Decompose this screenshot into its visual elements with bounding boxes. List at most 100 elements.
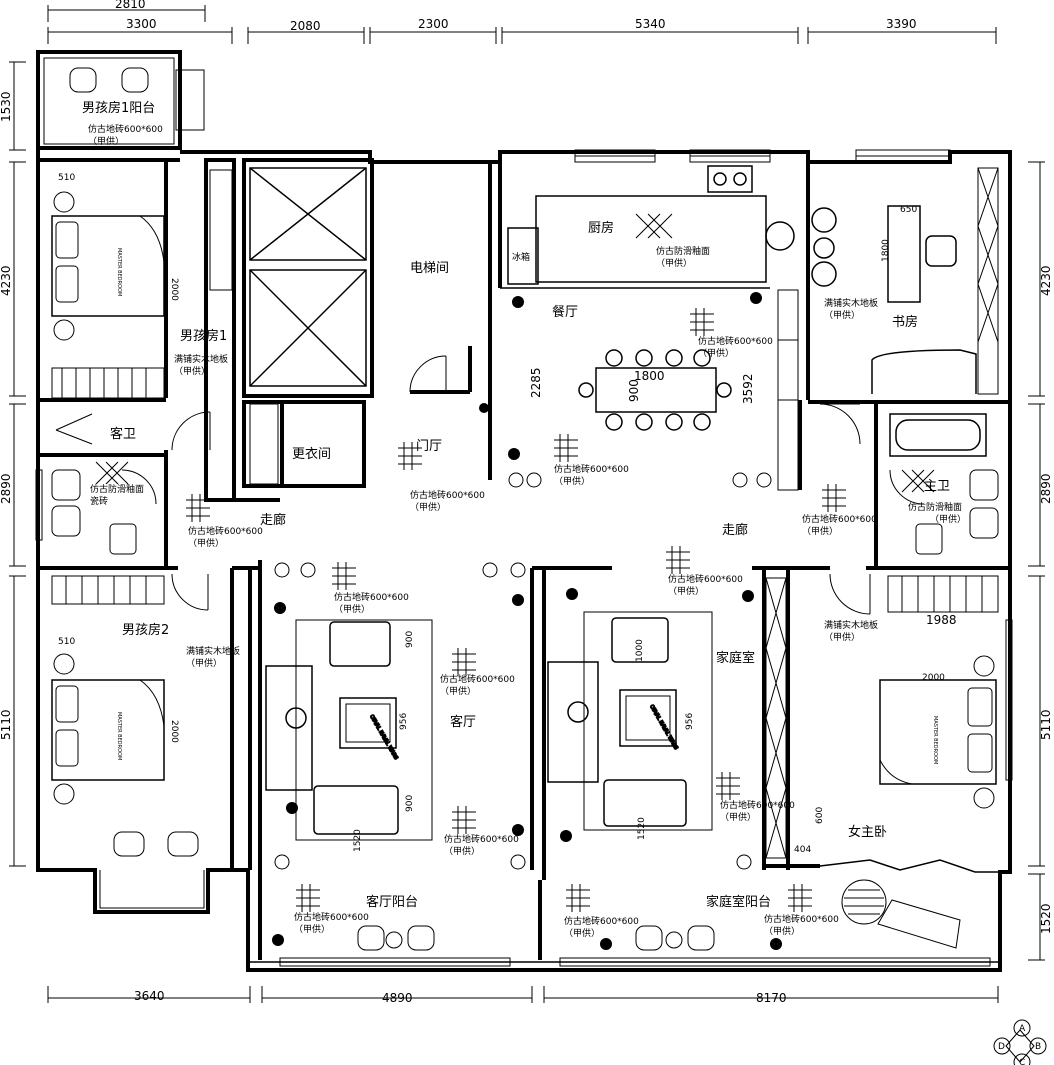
room-boy-room1: 男孩房1 xyxy=(180,328,227,344)
note-supplied: （甲供） xyxy=(802,525,838,537)
measure-sofa-900b: 900 xyxy=(405,795,415,812)
room-dressing: 更衣间 xyxy=(292,446,331,462)
note-supplied: （甲供） xyxy=(824,631,860,643)
note-antislip: 仿古防滑釉面 xyxy=(908,501,962,513)
note-tile: 仿古地砖600*600 xyxy=(564,915,639,927)
balcony-seating xyxy=(357,879,961,951)
dim-right-2890: 2890 xyxy=(1039,473,1053,504)
note-supplied: （甲供） xyxy=(668,585,704,597)
measure-labels: 1800 900 2285 3592 650 1800 2000 2000 20… xyxy=(58,173,957,855)
note-tile: 仿古地砖600*600 xyxy=(188,525,263,537)
study-desk xyxy=(811,205,977,394)
wardrobes xyxy=(51,167,999,859)
measure-desk-650: 650 xyxy=(900,205,917,215)
note-supplied: （甲供） xyxy=(698,347,734,359)
tile-symbols xyxy=(186,308,846,912)
doors xyxy=(121,355,925,615)
dim-left-5110: 5110 xyxy=(0,709,13,740)
note-tile: 仿古地砖600*600 xyxy=(698,335,773,347)
windows xyxy=(35,149,1013,967)
downlights xyxy=(274,472,772,870)
note-supplied: （甲供） xyxy=(174,365,210,377)
measure-sofa-1520: 1520 xyxy=(353,829,363,852)
measure-dining-3592: 3592 xyxy=(741,373,755,404)
measure-510b: 510 xyxy=(58,637,75,647)
room-foyer: 门厅 xyxy=(416,439,442,454)
dim-bottom-4890: 4890 xyxy=(382,991,413,1005)
dim-left-4230: 4230 xyxy=(0,265,13,296)
dim-right-1520: 1520 xyxy=(1039,903,1053,934)
note-tile: 仿古地砖600*600 xyxy=(668,573,743,585)
dim-bottom-8170: 8170 xyxy=(756,991,787,1005)
room-boy-room1-balcony: 男孩房1阳台 xyxy=(82,100,155,116)
note-supplied: （甲供） xyxy=(410,501,446,513)
measure-bed-2000: 2000 xyxy=(169,278,179,301)
note-tile: 仿古地砖600*600 xyxy=(802,513,877,525)
note-supplied: （甲供） xyxy=(294,923,330,935)
dim-top-2300: 2300 xyxy=(418,17,449,31)
compass: A B C D xyxy=(993,1019,1047,1065)
measure-cab-600: 600 xyxy=(815,807,825,824)
measure-cab-404: 404 xyxy=(794,845,811,855)
note-supplied: （甲供） xyxy=(444,845,480,857)
balcony-chairs xyxy=(69,67,205,131)
bed-label-3: MASTER BEDROOM xyxy=(932,716,938,764)
rug-label: OBVAL NAVAL WARS xyxy=(368,714,398,761)
note-tile: 仿古地砖600*600 xyxy=(294,911,369,923)
dim-bottom-3640: 3640 xyxy=(134,989,165,1003)
kitchen-counter xyxy=(507,165,795,285)
walls xyxy=(36,50,1012,972)
material-notes: 仿古地砖600*600 （甲供） 满铺实木地板 （甲供） 仿古防滑釉面 瓷砖 仿… xyxy=(88,123,966,939)
measure-sofa-900: 900 xyxy=(405,631,415,648)
note-wood: 满铺实木地板 xyxy=(186,645,240,657)
note-supplied: （甲供） xyxy=(554,475,590,487)
note-wood: 满铺实木地板 xyxy=(824,619,878,631)
dim-top-2810: 2810 xyxy=(115,0,146,11)
note-tile: 仿古地砖600*600 xyxy=(554,463,629,475)
measure-sofa-956: 956 xyxy=(399,713,409,730)
note-tile: 仿古地砖600*600 xyxy=(410,489,485,501)
room-corridor-right: 走廊 xyxy=(722,522,748,538)
bed-boy-room1: MASTER BEDROOM xyxy=(51,191,165,341)
plants xyxy=(272,292,782,950)
bed-master: MASTER BEDROOM xyxy=(879,655,997,809)
room-study: 书房 xyxy=(892,314,918,330)
room-labels: 男孩房1阳台 男孩房1 客卫 男孩房2 电梯间 更衣间 门厅 厨房 餐厅 书房 … xyxy=(82,100,950,910)
room-dining: 餐厅 xyxy=(552,304,578,320)
room-boy-room2: 男孩房2 xyxy=(122,622,169,638)
measure-510a: 510 xyxy=(58,173,75,183)
dim-top-3390: 3390 xyxy=(886,17,917,31)
bed-label-2: MASTER BEDROOM xyxy=(116,712,122,760)
measure-table-width: 900 xyxy=(627,379,641,402)
compass-d: D xyxy=(998,1042,1005,1052)
note-supplied: （甲供） xyxy=(824,309,860,321)
note-supplied: （甲供） xyxy=(720,811,756,823)
note-tile: 仿古地砖600*600 xyxy=(88,123,163,135)
measure-sofa-956b: 956 xyxy=(685,713,695,730)
elevator-shafts xyxy=(249,167,367,387)
room-guest-bath: 客卫 xyxy=(110,426,136,442)
dim-left-1530: 1530 xyxy=(0,91,13,122)
measure-master-1988: 1988 xyxy=(926,613,957,627)
room-living-balcony: 客厅阳台 xyxy=(366,894,418,910)
note-tile: 仿古地砖600*600 xyxy=(334,591,409,603)
note-antislip: 仿古防滑釉面 xyxy=(90,483,144,495)
measure-table-length: 1800 xyxy=(634,369,665,383)
note-tile: 仿古地砖600*600 xyxy=(440,673,515,685)
bathtub xyxy=(889,413,987,457)
measure-bed-2000c: 2000 xyxy=(922,673,945,683)
measure-dining-2285: 2285 xyxy=(529,367,543,398)
note-supplied: （甲供） xyxy=(186,657,222,669)
note-fridge: 冰箱 xyxy=(512,251,530,263)
compass-a: A xyxy=(1019,1024,1026,1034)
note-tile: 仿古地砖600*600 xyxy=(444,833,519,845)
room-family: 家庭室 xyxy=(716,650,755,666)
note-supplied: （甲供） xyxy=(656,257,692,269)
room-family-balcony: 家庭室阳台 xyxy=(706,894,771,910)
dimension-lines xyxy=(9,5,1045,1003)
measure-desk-1800: 1800 xyxy=(881,239,891,262)
bed-boy-room2: MASTER BEDROOM xyxy=(51,653,199,857)
note-supplied: （甲供） xyxy=(334,603,370,615)
room-kitchen: 厨房 xyxy=(588,220,614,236)
room-master-bath: 主卫 xyxy=(924,479,950,494)
